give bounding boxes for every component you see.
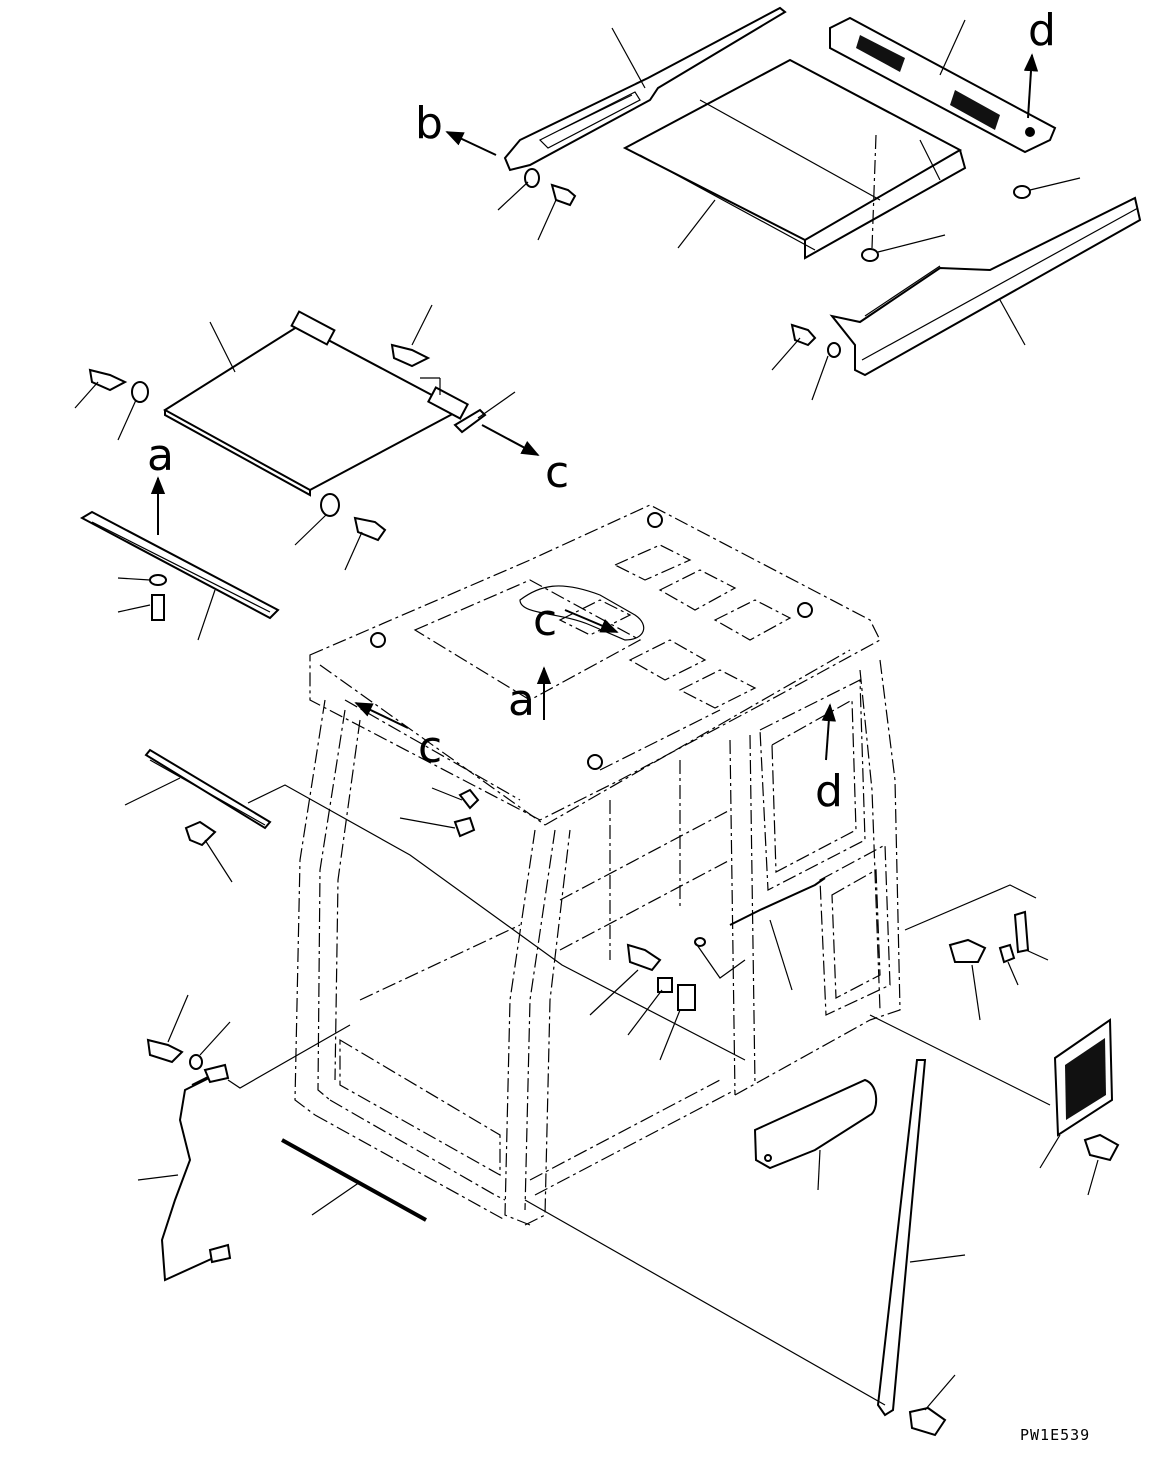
label-c-right: c [545, 447, 569, 498]
door-cable [729, 877, 826, 991]
label-a-roof: a [508, 675, 535, 726]
direction-arrows [150, 53, 1039, 761]
roof-rail-right [829, 196, 1142, 377]
misc-leader-lines [399, 787, 746, 1061]
roller-sunshade [163, 310, 487, 497]
roof-highlight-oval [519, 585, 645, 641]
sunshade-fasteners [88, 343, 431, 542]
seal-strip [281, 1138, 427, 1222]
label-d-door: d [815, 766, 843, 817]
grab-handrail [137, 994, 351, 1282]
reference-letters: b d c a c a c d [147, 5, 1056, 817]
cab-frame [294, 504, 901, 1226]
label-c-roof: c [533, 595, 557, 646]
door-lock-parts [904, 884, 1049, 1021]
roof-leader-lines [497, 19, 1081, 401]
label-d-top: d [1028, 5, 1056, 56]
label-b-top: b [415, 98, 443, 149]
roof-rail-left [503, 6, 787, 172]
drawing-code: PW1E539 [1020, 1426, 1090, 1444]
roof-rear-cover [829, 16, 1057, 154]
sunshade-leader-lines [74, 304, 516, 571]
roof-panel [622, 58, 967, 260]
cab-fasteners [370, 512, 813, 1011]
label-c-left-pillar: c [418, 722, 442, 773]
sunshade-rail [79, 510, 280, 641]
vent-grille [869, 1014, 1120, 1196]
roof-fasteners [524, 168, 1031, 358]
side-cover-panel [753, 1078, 878, 1191]
door-stay-rod [524, 1059, 966, 1437]
pillar-strip [124, 748, 746, 1061]
label-a-left: a [147, 430, 174, 481]
